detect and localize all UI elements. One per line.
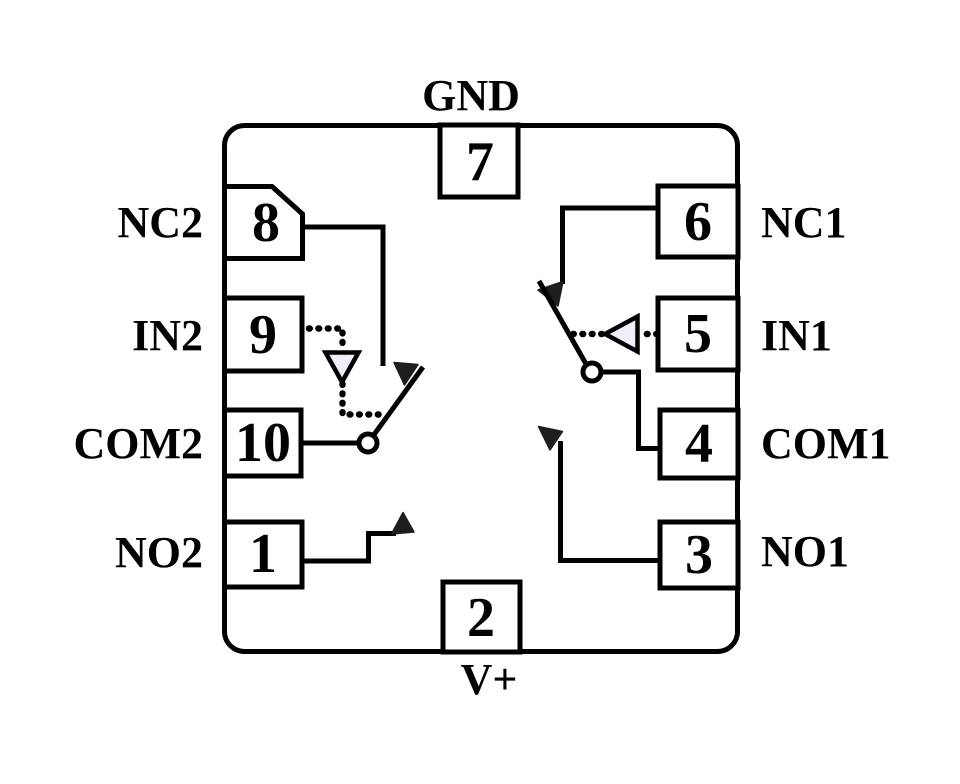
no1-contact-arrow-icon [537,425,564,451]
no2-wire [302,531,396,564]
nc2-contact-arrow-icon [393,361,419,386]
label-in1: IN1 [761,311,832,360]
pin-8-number: 8 [252,192,280,254]
label-vplus: V+ [461,655,518,704]
pin-5-number: 5 [684,303,712,365]
label-nc1: NC1 [761,198,847,247]
nc2-wire [302,224,386,366]
pin-8-box [222,184,305,261]
pin-7-number: 7 [466,131,494,193]
label-nc2: NC2 [117,198,203,247]
label-in2: IN2 [132,311,203,360]
switch1-arm [536,279,589,366]
pin-4-box [657,407,741,481]
pin-3-box [657,519,741,591]
pin-1-number: 1 [249,523,277,585]
pin-3-number: 3 [685,524,713,586]
in2-control-dotted-line2 [339,380,391,418]
pin-2-number: 2 [467,587,495,649]
no1-wire [558,441,660,563]
label-no1: NO1 [761,527,849,576]
com1-wire [599,369,660,451]
pin-6-box [655,183,741,260]
pin-4-number: 4 [685,413,713,475]
pin-9-number: 9 [249,304,277,366]
pin-7-box [437,122,521,200]
pin-2-box [440,579,523,655]
pin-6-number: 6 [684,191,712,253]
pin-5-box [655,295,741,373]
label-com1: COM1 [761,419,891,468]
label-gnd: GND [422,71,520,120]
switch2-pole-circle [356,431,380,455]
label-no2: NO2 [115,528,203,577]
in2-control-dotted-line [305,325,346,354]
no2-contact-arrow-icon [390,511,415,535]
pin-1-box [222,519,305,590]
switch2-arm [370,365,426,438]
pin-10-number: 10 [235,412,291,474]
in2-inverter-icon [321,350,363,387]
nc1-wire [560,205,658,284]
switch1-pole-circle [580,360,604,384]
in1-inverter-icon [600,312,640,356]
pin-9-box [222,295,305,374]
pin-10-box [222,407,304,479]
label-com2: COM2 [73,419,203,468]
